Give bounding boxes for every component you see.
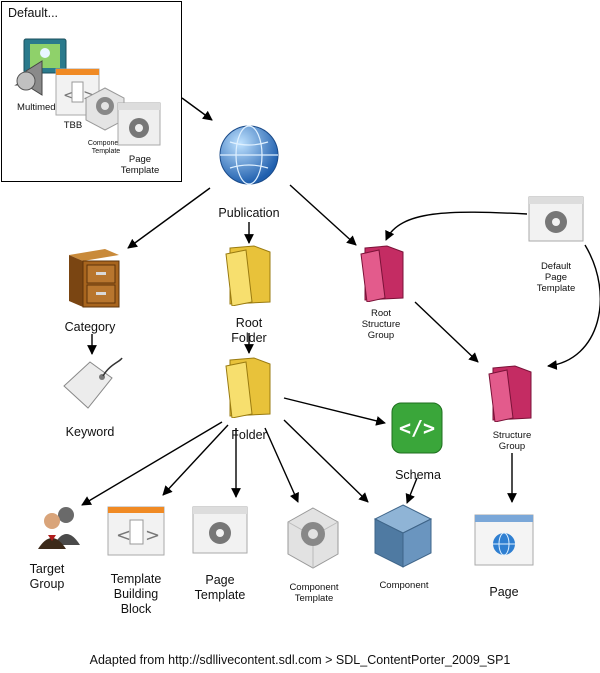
component-template-small-label: Component Template	[87, 140, 125, 155]
users-icon	[38, 507, 80, 549]
folder-label: Folder	[231, 428, 267, 442]
root-folder-icon	[225, 245, 271, 306]
component-label: Component	[379, 580, 429, 591]
edge-schema-component	[405, 477, 418, 504]
page-label: Page	[489, 585, 519, 599]
filing-cabinet-icon	[69, 249, 120, 308]
edge-folder-ct	[264, 427, 299, 503]
svg-text:>: >	[145, 525, 160, 546]
page-template-label: Page Template	[194, 573, 246, 602]
default-page-template-label: Default Page Template	[536, 261, 576, 294]
keyword-label: Keyword	[65, 425, 115, 439]
edge-folder-component	[283, 419, 369, 503]
page-template-small-icon	[117, 102, 161, 146]
schema-code-icon: </>	[391, 402, 443, 454]
tbb-small-label: TBB	[63, 120, 83, 131]
target-group-label: Target Group	[29, 562, 65, 591]
root-structure-group-icon	[360, 245, 404, 302]
template-building-block-icon: < >	[107, 506, 165, 556]
edge-folder-tbb	[162, 424, 229, 496]
edge-publication-rootsg	[289, 184, 357, 246]
structure-group-icon	[488, 365, 532, 422]
component-template-label: Component Template	[289, 582, 339, 604]
globe-icon	[219, 125, 279, 185]
component-template-icon	[287, 507, 339, 569]
edge-defaultpt-sg	[547, 244, 600, 370]
template-building-block-label: Template Building Block	[110, 572, 162, 616]
page-template-small-label: Page Template	[120, 154, 160, 176]
edge-folder-targetgroup	[81, 421, 223, 506]
category-label: Category	[64, 320, 116, 334]
root-folder-label: Root Folder	[231, 316, 267, 345]
source-caption: Adapted from http://sdllivecontent.sdl.c…	[89, 653, 511, 667]
tag-icon	[63, 357, 123, 409]
multimedia-icon	[14, 38, 67, 96]
structure-group-label: Structure Group	[492, 430, 532, 452]
box-label: Default...	[8, 6, 59, 20]
edge-box-publication	[181, 97, 213, 121]
svg-text:<: <	[116, 525, 131, 546]
folder-icon	[225, 357, 271, 418]
edge-rootsg-sg	[414, 301, 479, 363]
page-icon	[474, 514, 534, 566]
page-template-icon	[192, 506, 248, 554]
defaults-box: Default...	[1, 1, 182, 182]
multimedia-label: Multimedia	[17, 102, 63, 113]
edge-folder-schema	[283, 397, 386, 426]
component-template-small-icon	[85, 87, 125, 131]
schema-label: Schema	[395, 468, 441, 482]
svg-text:</>: </>	[399, 416, 435, 440]
root-structure-group-label: Root Structure Group	[361, 308, 401, 341]
publication-label: Publication	[218, 206, 280, 220]
edge-defaultpt-rootsg	[385, 211, 528, 241]
edge-publication-category	[127, 187, 211, 249]
default-page-template-icon	[528, 196, 584, 242]
component-cube-icon	[373, 504, 433, 568]
